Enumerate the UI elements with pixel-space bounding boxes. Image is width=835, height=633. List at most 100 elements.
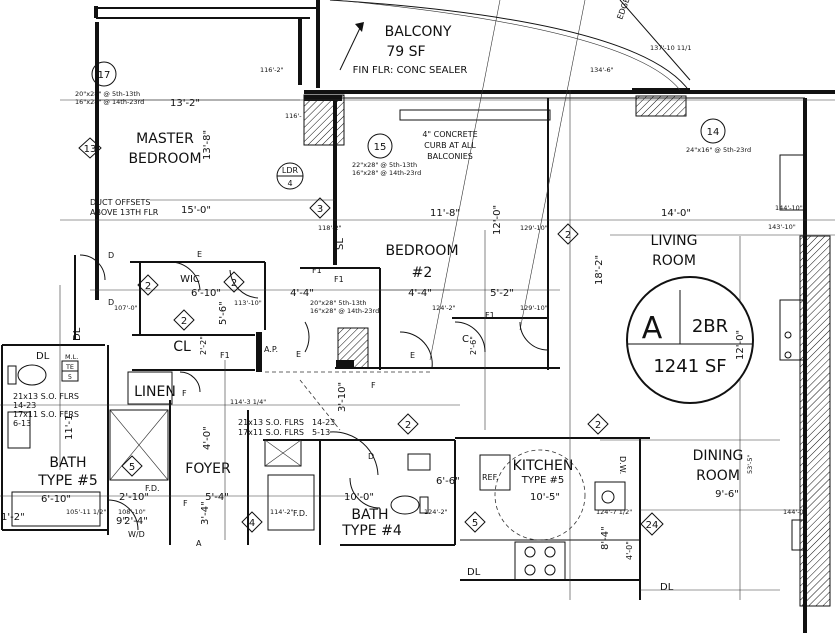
- te-label: TE: [65, 363, 74, 371]
- e-mark-3: E: [410, 351, 415, 360]
- flrs-center-3: 17x11 S.O. FLRS: [238, 428, 304, 437]
- unit-tag: A 2BR 1241 SF: [626, 276, 754, 404]
- master-label-2: BEDROOM: [128, 151, 201, 167]
- dim-28: 129'-10": [520, 224, 548, 232]
- dim-32: 107'-0": [114, 304, 138, 312]
- dim-1: 13'-2": [170, 98, 200, 109]
- flrs-left-4: 6-13: [13, 419, 31, 428]
- callout-17: 17: [98, 70, 111, 81]
- dimensions: 13'-2" 15'-0" 11'-8" 14'-0" 6'-10" 4'-4"…: [1, 44, 807, 560]
- dim-24: 3'-10": [337, 382, 348, 412]
- dim-17: 5'-4": [205, 492, 229, 503]
- tag-2b: 2: [231, 278, 237, 289]
- e-mark-1: E: [197, 250, 202, 259]
- curb-note-2: CURB AT ALL: [424, 141, 476, 150]
- sash-14: 24"x16" @ 5th-23rd: [686, 146, 751, 154]
- balcony-area: 79 SF: [386, 44, 425, 60]
- dim-50: 4'-0": [625, 541, 634, 560]
- sash-bd-1: 20"x28" 5th-13th: [310, 299, 367, 307]
- dim-20: 11'-1": [64, 410, 75, 440]
- dim-23: 8'-4": [600, 526, 611, 550]
- dim-43: 124'-7 1/2": [596, 508, 632, 516]
- duct-note-2: ABOVE 13TH FLR: [90, 208, 159, 217]
- dim-48: 3'-4": [200, 501, 211, 525]
- balcony-label: BALCONY: [385, 24, 452, 40]
- f-mark-3: F: [183, 499, 188, 508]
- tag-5a: 5: [129, 462, 135, 473]
- f1-mark-2: F1: [220, 351, 230, 360]
- dim-8: 5'-2": [490, 288, 514, 299]
- tag-2f: 2: [595, 420, 601, 431]
- tag-3: 3: [317, 204, 323, 215]
- dim-34: 116'-: [285, 112, 302, 120]
- dim-2: 15'-0": [181, 205, 211, 216]
- closet-label: CL: [173, 339, 191, 355]
- a-mark: A: [196, 539, 202, 548]
- dim-29: 129'-10": [520, 304, 548, 312]
- sash-15-b: 16"x28" @ 14th-23rd: [352, 169, 421, 177]
- flrs-center-4: 5-13: [312, 428, 330, 437]
- callouts: 17 15 14 LDR 4 13 3 2 2 2 2 2 2 5 5 4 24…: [61, 0, 726, 536]
- notes: 20"x28" @ 5th-13th 16"x28" @ 14th-23rd 2…: [13, 90, 751, 593]
- dim-15: 9'-6": [715, 489, 739, 500]
- living-label-2: ROOM: [652, 253, 696, 269]
- dim-18: 2'-4": [124, 516, 148, 527]
- ldr-number: 4: [287, 179, 292, 188]
- dim-39: 144'-0": [783, 508, 807, 516]
- dim-5: 6'-10": [191, 288, 221, 299]
- callout-14: 14: [707, 127, 720, 138]
- dim-37: 144'-10": [775, 204, 803, 212]
- dim-51: 5'-6": [218, 301, 229, 325]
- dim-11: 12'-0": [735, 330, 746, 360]
- tag-13: 13: [84, 144, 97, 155]
- c-mark: C: [462, 334, 469, 345]
- unit-area: 1241 SF: [653, 356, 726, 377]
- f1-mark-4: F1: [334, 275, 344, 284]
- sash-17-a: 20"x28" @ 5th-13th: [75, 90, 140, 98]
- kitchen-label: KITCHEN: [513, 458, 574, 474]
- dim-46: 9": [116, 516, 127, 527]
- room-labels: BALCONY 79 SF FIN FLR: CONC SEALER MASTE…: [37, 24, 743, 539]
- dim-7: 4'-4": [408, 288, 432, 299]
- f-mark-2: F: [371, 381, 376, 390]
- bath-left-label: BATH: [49, 455, 86, 471]
- dim-42: 114'-2": [270, 508, 294, 516]
- dim-49: 53'-5": [746, 454, 754, 474]
- curb-note-3: BALCONIES: [427, 152, 473, 161]
- bedroom2-number: #2: [412, 265, 433, 281]
- bath-right-label: BATH: [351, 507, 388, 523]
- ref-note: REF.: [482, 473, 498, 482]
- dim-47: 1'-2": [1, 512, 25, 523]
- tag-2d: 2: [565, 230, 571, 241]
- wd-note: W/D: [128, 530, 145, 539]
- d-mark-2: D: [368, 452, 374, 461]
- dim-44: 124'-2": [424, 508, 448, 516]
- f1-mark-1: F1: [312, 266, 322, 275]
- tag-2c: 2: [181, 316, 187, 327]
- flrs-left-1: 21x13 S.O. FLRS: [13, 392, 79, 401]
- dimension-lines: [0, 0, 835, 600]
- dim-19: 2'-10": [119, 492, 149, 503]
- tag-5b: 5: [472, 518, 478, 529]
- flrs-center-2: 14-23: [312, 418, 335, 427]
- flrs-center-1: 21x13 S.O. FLRS: [238, 418, 304, 427]
- d-mark-3: D: [108, 298, 114, 307]
- duct-note-1: DUCT OFFSETS: [90, 198, 151, 207]
- dim-31: 113'-10": [234, 299, 262, 307]
- ap-note: A.P.: [264, 345, 278, 354]
- ldr-label: LDR: [282, 166, 299, 175]
- dim-40: 105'-11 1/2": [66, 508, 106, 516]
- sash-15-a: 22"x28" @ 5th-13th: [352, 161, 417, 169]
- bath-right-type: TYPE #4: [341, 523, 402, 539]
- balcony-floor-note: FIN FLR: CONC SEALER: [353, 65, 468, 76]
- e-mark-2: E: [296, 350, 301, 359]
- bath-left-type: TYPE #5: [37, 473, 97, 489]
- flrs-left-3: 17x11 S.O. FLRS: [13, 410, 79, 419]
- sash-bd-2: 16"x28" @ 14th-23rd: [310, 307, 379, 315]
- dim-16: 6'-10": [41, 494, 71, 505]
- d-mark-1: D: [108, 251, 114, 260]
- curb-note-1: 4" CONCRETE: [422, 130, 477, 139]
- wic-label: WIC: [180, 274, 200, 285]
